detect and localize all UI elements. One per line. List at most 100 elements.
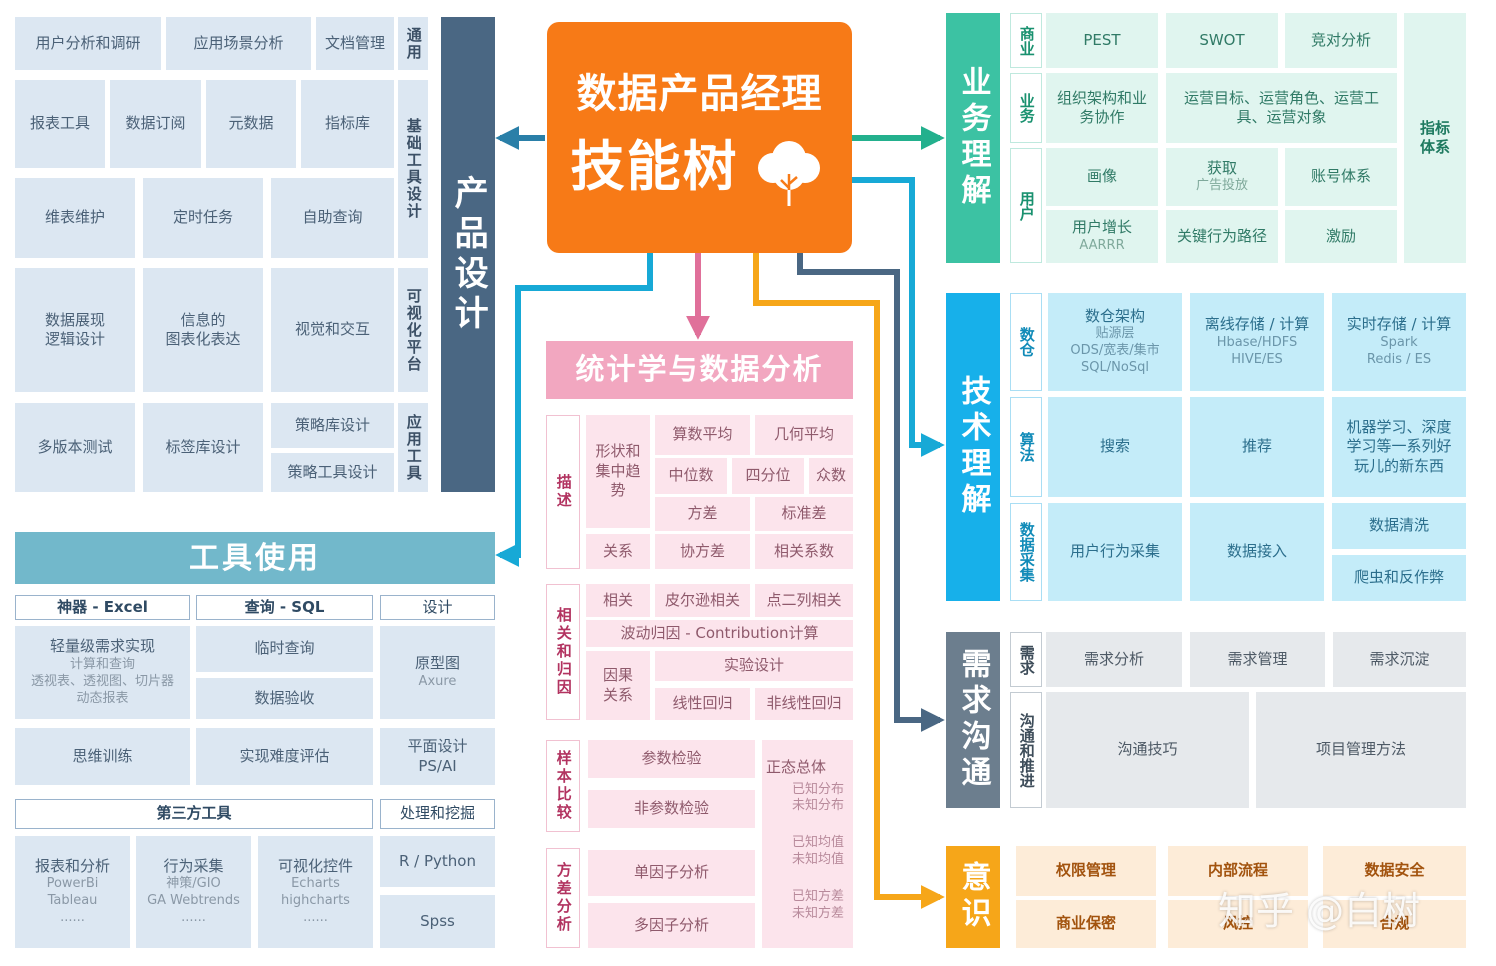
- product-scene-analysis: 应用场景分析: [166, 17, 311, 70]
- tools-head-design: 设计: [380, 595, 495, 620]
- stats-corrcoef: 相关系数: [755, 534, 853, 569]
- stats-arith-mean: 算数平均: [655, 415, 750, 455]
- stats-section-anova: 方差分析: [546, 848, 580, 948]
- product-data-subscribe: 数据订阅: [110, 80, 201, 168]
- stats-correl: 相关: [586, 584, 650, 617]
- demand-section-comm: 沟通和推进: [1010, 692, 1042, 808]
- stats-geo-mean: 几何平均: [755, 415, 853, 455]
- tech-behavior-collect: 用户行为采集: [1048, 503, 1182, 601]
- demand-deposit: 需求沉淀: [1333, 632, 1466, 687]
- tree-icon: [757, 140, 820, 206]
- stats-normal-population: 正态总体 已知分布 未知分布 已知均值 未知均值 已知方差 未知方差: [762, 740, 853, 948]
- stats-experiment: 实验设计: [655, 651, 853, 681]
- awareness-process: 内部流程: [1168, 846, 1308, 896]
- product-section-visual: 可视化平台: [398, 268, 428, 392]
- product-user-research: 用户分析和调研: [15, 17, 161, 70]
- tools-light-demand: 轻量级需求实现 计算和查询 透视表、透视图、切片器 动态报表: [15, 626, 190, 719]
- watermark: 知乎 @白树: [1218, 889, 1421, 933]
- product-metric-lib: 指标库: [301, 80, 394, 168]
- tech-recommend: 推荐: [1190, 397, 1324, 497]
- awareness-permission: 权限管理: [1016, 846, 1156, 896]
- stats-bar: 统计学与数据分析: [546, 341, 853, 399]
- business-keypath: 关键行为路径: [1166, 210, 1278, 263]
- stats-multi-factor: 多因子分析: [588, 903, 755, 948]
- tech-realtime: 实时存储 / 计算 Spark Redis / ES: [1332, 293, 1466, 391]
- tools-r-python: R / Python: [380, 836, 495, 887]
- stats-relation: 关系: [586, 534, 650, 569]
- stats-quartile: 四分位: [732, 458, 804, 494]
- tools-bar: 工具使用: [15, 532, 495, 584]
- stats-single-factor: 单因子分析: [588, 850, 755, 896]
- tools-behavior-collect: 行为采集 神策/GIO GA Webtrends ......: [136, 836, 251, 948]
- product-display-logic: 数据展现 逻辑设计: [15, 268, 135, 392]
- product-timed-task: 定时任务: [143, 178, 263, 258]
- stats-causal: 因果 关系: [586, 651, 650, 720]
- business-swot: SWOT: [1166, 13, 1278, 68]
- tools-spss: Spss: [380, 895, 495, 948]
- arrow-to-tools: [495, 253, 653, 567]
- stats-section-sample: 样本比较: [546, 740, 580, 832]
- tools-difficulty: 实现难度评估: [196, 728, 373, 785]
- tech-section-collect: 数据采集: [1010, 503, 1042, 601]
- tools-adhoc-query: 临时查询: [196, 626, 373, 672]
- tools-thinking: 思维训练: [15, 728, 190, 785]
- tech-section-warehouse: 数仓: [1010, 293, 1042, 391]
- product-metadata: 元数据: [206, 80, 296, 168]
- demand-management: 需求管理: [1190, 632, 1325, 687]
- product-section-app: 应用工具: [398, 403, 428, 492]
- tech-search: 搜索: [1048, 397, 1182, 497]
- demand-project-management: 项目管理方法: [1256, 692, 1466, 808]
- stats-std: 标准差: [755, 497, 853, 531]
- product-tag-lib: 标签库设计: [143, 403, 263, 492]
- business-bar: 业务理解: [946, 13, 1000, 263]
- business-pest: PEST: [1046, 13, 1158, 68]
- stats-point-biserial: 点二列相关: [755, 584, 853, 617]
- product-strategy-tool: 策略工具设计: [271, 453, 394, 492]
- awareness-secret: 商业保密: [1016, 900, 1156, 948]
- business-incentive: 激励: [1285, 210, 1397, 263]
- center-title-box: 数据产品经理 技能树: [547, 22, 852, 253]
- stats-linreg: 线性回归: [655, 688, 750, 720]
- tools-graphic-design: 平面设计 PS/AI: [380, 728, 495, 785]
- tools-head-third: 第三方工具: [15, 799, 373, 829]
- stats-section-corr: 相关和归因: [546, 584, 580, 720]
- business-acquire: 获取 广告投放: [1166, 148, 1278, 206]
- stats-nonlinreg: 非线性回归: [755, 688, 853, 720]
- business-metric-system: 指标 体系: [1404, 13, 1466, 263]
- product-ab-test: 多版本测试: [15, 403, 135, 492]
- demand-analysis: 需求分析: [1046, 632, 1182, 687]
- product-dim-maintain: 维表维护: [15, 178, 135, 258]
- business-org: 组织架构和业 务协作: [1046, 73, 1158, 143]
- business-section-biz: 业务: [1010, 73, 1042, 143]
- product-design-bar: 产品设计: [441, 17, 495, 492]
- stats-nonparam-test: 非参数检验: [588, 790, 755, 828]
- stats-mode: 众数: [809, 458, 853, 494]
- awareness-risk: 风控: [1168, 900, 1308, 948]
- tools-head-excel: 神器 - Excel: [15, 595, 190, 620]
- demand-section-req: 需求: [1010, 632, 1042, 687]
- product-section-base: 基础工具设计: [398, 80, 428, 258]
- tech-bar: 技术理解: [946, 293, 1000, 601]
- demand-comm-skill: 沟通技巧: [1046, 692, 1249, 808]
- stats-section-desc: 描述: [546, 415, 580, 569]
- tech-dw-arch: 数仓架构 贴源层 ODS/宽表/集市 SQL/NoSql: [1048, 293, 1182, 391]
- tools-prototype: 原型图 Axure: [380, 626, 495, 719]
- business-ops: 运营目标、运营角色、运营工 具、运营对象: [1166, 73, 1397, 143]
- tech-data-ingest: 数据接入: [1190, 503, 1324, 601]
- business-profile: 画像: [1046, 148, 1158, 206]
- tech-data-clean: 数据清洗: [1332, 503, 1466, 549]
- product-self-query: 自助查询: [271, 178, 394, 258]
- awareness-bar: 意识: [946, 846, 1000, 948]
- stats-pearson: 皮尔逊相关: [655, 584, 750, 617]
- stats-fluctuation: 波动归因 - Contribution计算: [586, 620, 853, 647]
- business-compete: 竞对分析: [1285, 13, 1397, 68]
- stats-variance: 方差: [655, 497, 750, 531]
- demand-bar: 需求沟通: [946, 632, 1000, 808]
- tools-head-mining: 处理和挖掘: [380, 799, 495, 829]
- business-growth: 用户增长 AARRR: [1046, 210, 1158, 263]
- center-title-line2: 技能树: [570, 135, 739, 199]
- tech-offline: 离线存储 / 计算 Hbase/HDFS HIVE/ES: [1190, 293, 1324, 391]
- center-title-line1: 数据产品经理: [576, 70, 823, 117]
- product-visual-interaction: 视觉和交互: [271, 268, 394, 392]
